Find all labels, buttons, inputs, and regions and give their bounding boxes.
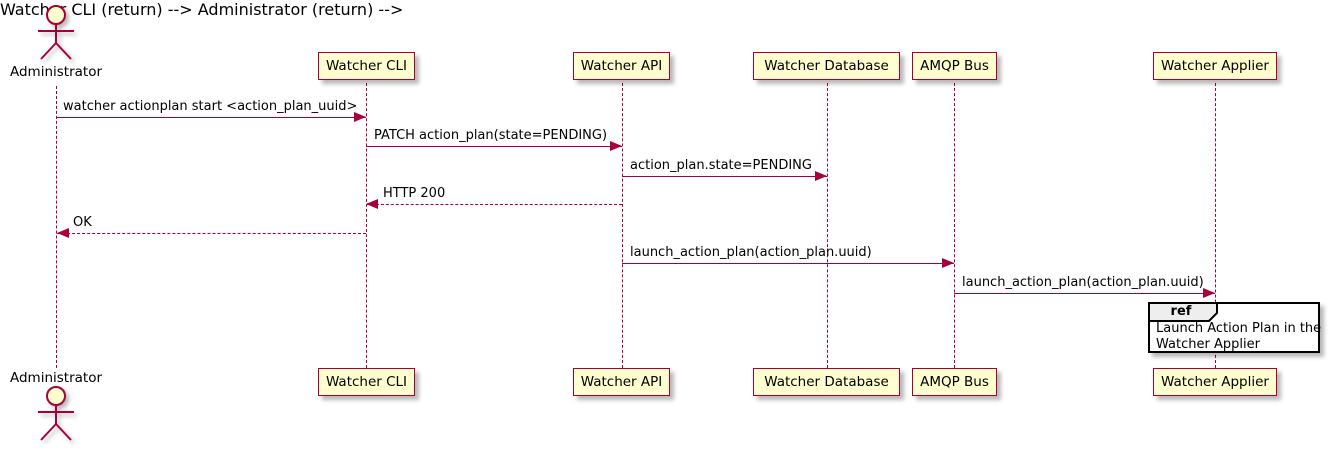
participant-box-watcher-database-top: Watcher Database [753, 52, 900, 80]
message-label-launch-action-plan-2: launch_action_plan(action_plan.uuid) [962, 275, 1204, 290]
actor-label-bottom: Administrator [9, 370, 103, 386]
ref-tab-label: ref [1170, 304, 1192, 319]
ref-text: Launch Action Plan in the Watcher Applie… [1156, 321, 1321, 353]
message-label-actionplan-start: watcher actionplan start <action_plan_uu… [63, 99, 358, 114]
message-label-ok: OK [73, 215, 92, 230]
message-line-4 [366, 204, 622, 205]
message-line-6 [622, 263, 954, 264]
arrowhead-icon-2 [610, 141, 622, 151]
lifeline-amqp-bus [954, 83, 955, 368]
ref-fragment: ref Launch Action Plan in the Watcher Ap… [1148, 302, 1321, 353]
administrator-actor-icon-bottom [38, 386, 74, 441]
arrowhead-icon-3 [815, 171, 827, 181]
participant-box-watcher-database-bottom: Watcher Database [753, 368, 900, 396]
participant-box-watcher-cli-bottom: Watcher CLI [318, 368, 415, 396]
lifeline-watcher-applier [1215, 83, 1216, 368]
arrowhead-icon-1 [354, 112, 366, 122]
message-line-1 [57, 117, 366, 118]
lifeline-watcher-cli [366, 83, 367, 368]
ref-text-line2: Watcher Applier [1156, 337, 1260, 352]
administrator-actor-icon-top [38, 5, 74, 60]
participant-box-watcher-applier-top: Watcher Applier [1153, 52, 1277, 80]
lifeline-administrator [56, 86, 57, 368]
message-label-state-pending: action_plan.state=PENDING [630, 158, 812, 173]
participant-box-watcher-api-top: Watcher API [573, 52, 670, 80]
message-line-3 [622, 176, 827, 177]
arrowhead-icon-4 [366, 199, 378, 209]
participant-box-watcher-api-bottom: Watcher API [573, 368, 670, 396]
arrowhead-icon-5 [57, 228, 69, 238]
message-line-5 [57, 233, 366, 234]
participant-box-amqp-bus-top: AMQP Bus [912, 52, 997, 80]
message-line-2 [366, 146, 622, 147]
ref-tab-pentagon-icon [1149, 303, 1218, 322]
arrowhead-icon-7 [1203, 288, 1215, 298]
lifeline-watcher-api [622, 83, 623, 368]
message-label-http-200: HTTP 200 [383, 186, 446, 201]
ref-text-line1: Launch Action Plan in the [1156, 321, 1322, 336]
message-line-7 [954, 293, 1215, 294]
lifeline-watcher-database [827, 83, 828, 368]
arrowhead-icon-6 [942, 258, 954, 268]
participant-box-watcher-applier-bottom: Watcher Applier [1153, 368, 1277, 396]
message-label-patch-action-plan: PATCH action_plan(state=PENDING) [374, 128, 608, 143]
actor-label-top: Administrator [9, 64, 103, 80]
message-label-launch-action-plan-1: launch_action_plan(action_plan.uuid) [630, 245, 872, 260]
participant-box-amqp-bus-bottom: AMQP Bus [912, 368, 997, 396]
participant-box-watcher-cli-top: Watcher CLI [318, 52, 415, 80]
